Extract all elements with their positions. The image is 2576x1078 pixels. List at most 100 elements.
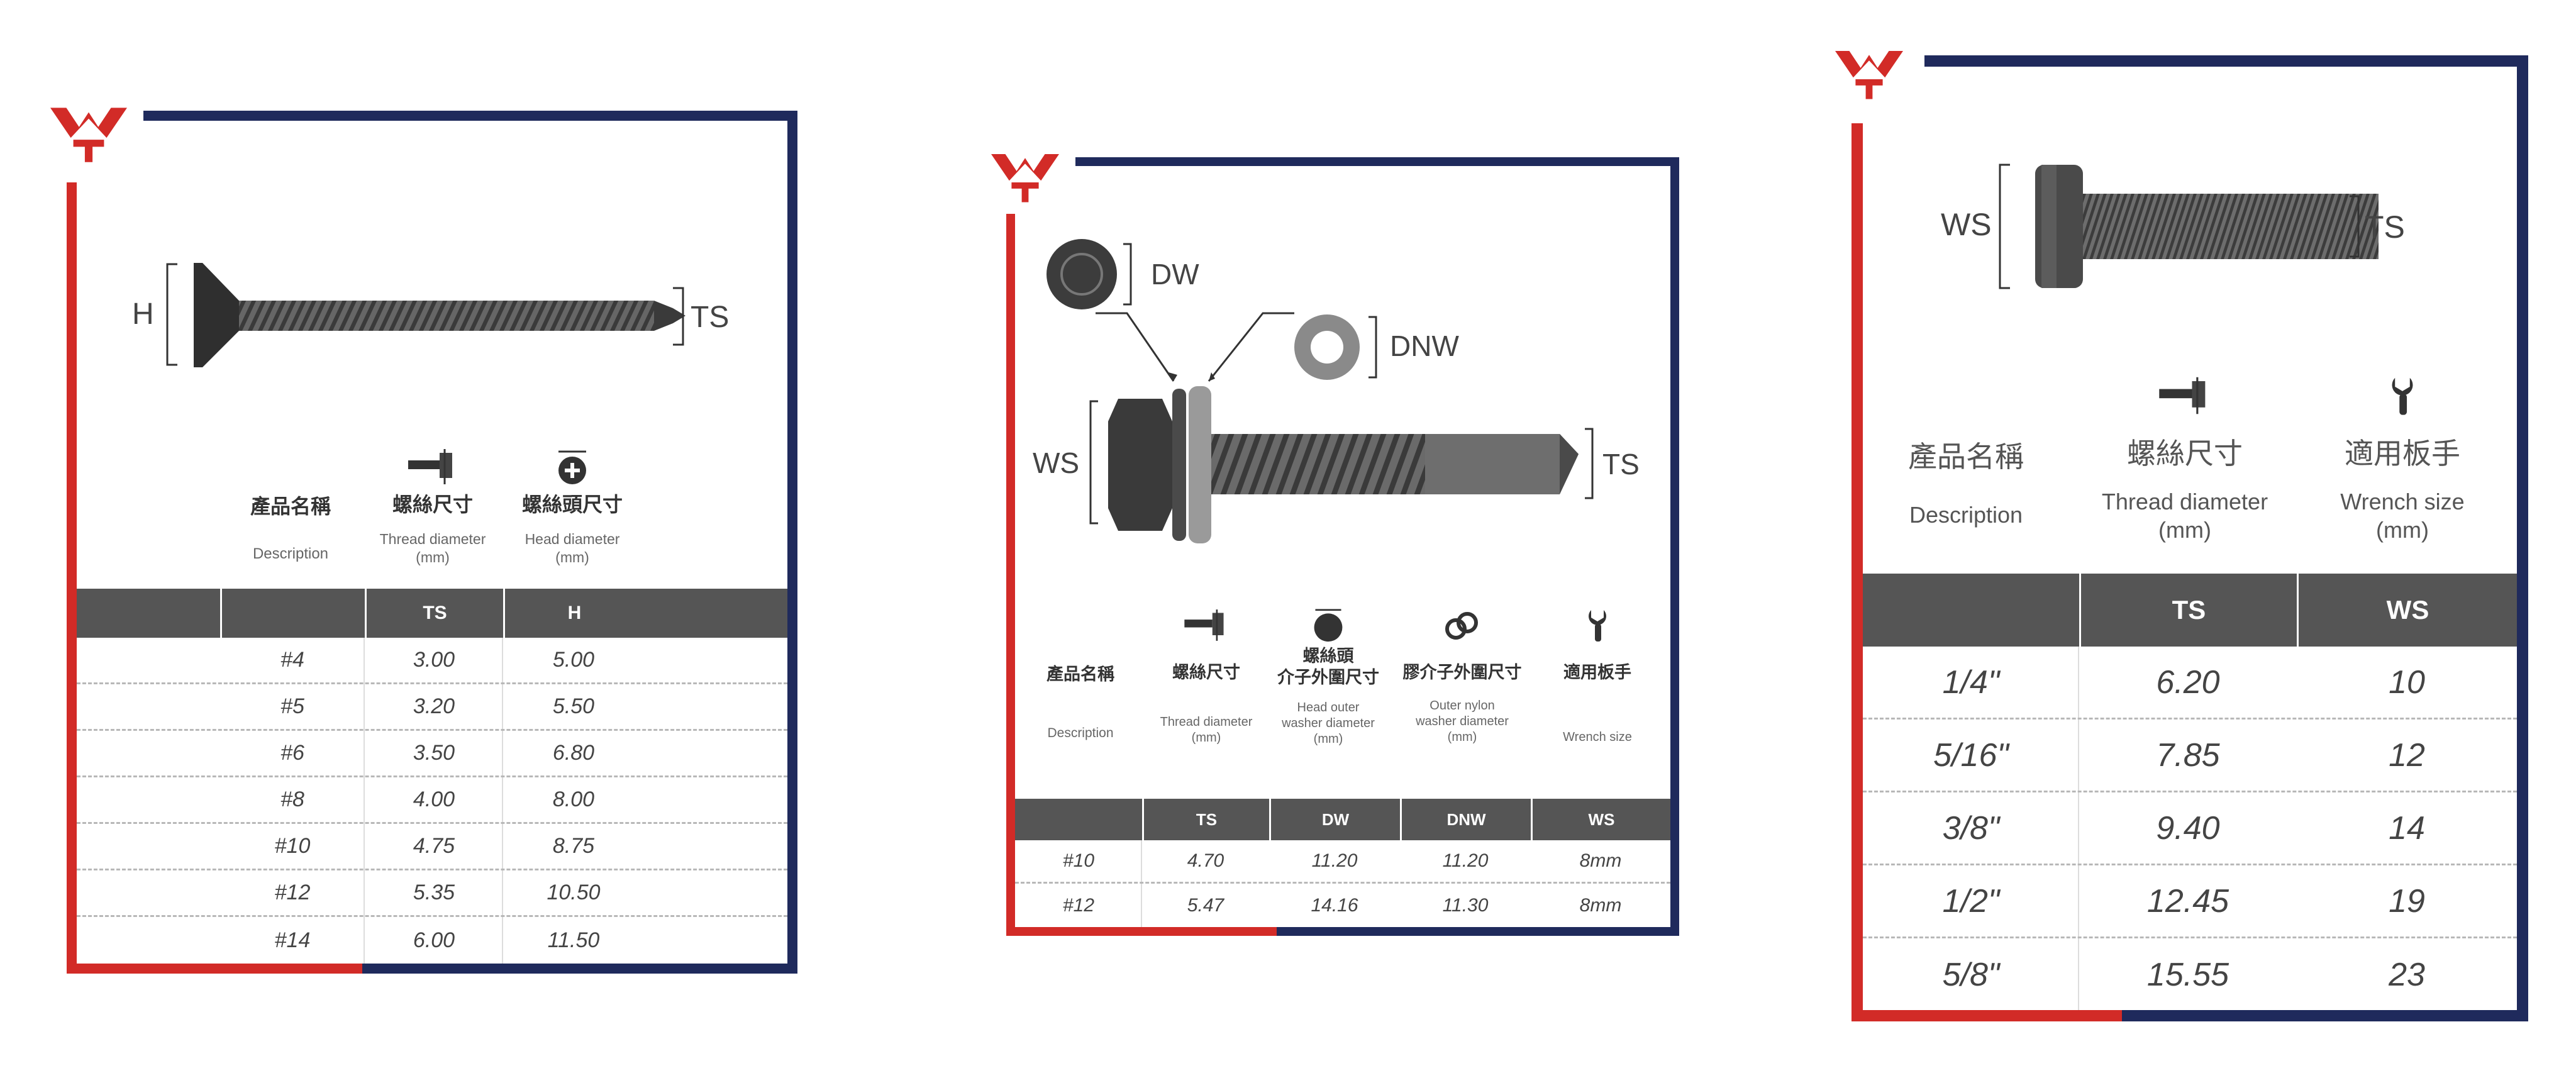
table-cell: 8.75	[552, 834, 595, 858]
frame-top-border	[143, 111, 797, 121]
brand-logo	[50, 108, 127, 162]
table-header-bar: TS WS	[1863, 574, 2517, 647]
frame-top-border	[1924, 55, 2528, 67]
dimension-dnw-label: DNW	[1390, 330, 1459, 362]
table-cell: 5.50	[552, 694, 595, 718]
column-header-thread-diameter: 螺絲尺寸 Thread diameter (mm)	[1143, 608, 1269, 746]
table-cell: 3.20	[413, 694, 455, 718]
table-cell: #12	[1062, 894, 1095, 916]
table-cell: 11.20	[1311, 850, 1358, 871]
table-cell: 8mm	[1579, 894, 1622, 916]
table-row: 1/2" 12.45 19	[1863, 865, 2517, 938]
table-cell: 1/4"	[1942, 664, 2000, 701]
table-row: 1/4" 6.20 10	[1863, 647, 2517, 720]
frame-bottom-blue	[2122, 1010, 2528, 1021]
table-cell: 8mm	[1579, 850, 1622, 871]
table-cell: #10	[274, 834, 311, 858]
spec-table: #4 3.00 5.00 #5 3.20 5.50 #6 3.50 6.80 #8 4.00 8.00…	[77, 638, 787, 964]
table-cell: 10	[2389, 664, 2425, 701]
table-cell: 3.50	[413, 741, 455, 765]
table-row: 5/16" 7.85 12	[1863, 720, 2517, 792]
frame-left-border	[1006, 214, 1015, 936]
column-header-thread-diameter: 螺絲尺寸 Thread diameter (mm)	[2078, 375, 2292, 544]
frame-left-border	[1852, 123, 1863, 1021]
table-cell: 5.00	[552, 648, 595, 672]
hex-bolt-drawing: WS TS	[1941, 164, 2405, 289]
table-cell: 10.50	[547, 881, 601, 904]
column-header-nylon-washer-diameter: 膠介子外圍尺寸 Outer nylon washer diameter (mm)	[1396, 608, 1528, 745]
table-row: #8 4.00 8.00	[77, 777, 787, 824]
column-header-head-washer-diameter: 螺絲頭 介子外圍尺寸 Head outer washer diameter (m…	[1265, 608, 1391, 747]
frame-left-border	[67, 182, 77, 974]
washer-screw-drawing: DW DNW WS TS	[1033, 239, 1640, 543]
thread-diameter-icon	[2159, 377, 2206, 414]
table-row: #6 3.50 6.80	[77, 731, 787, 777]
table-cell: 19	[2389, 882, 2425, 920]
table-cell: 4.00	[413, 787, 455, 811]
column-header-thread-diameter: 螺絲尺寸 Thread diameter (mm)	[364, 448, 502, 567]
countersunk-screw-drawing: H TS	[132, 263, 729, 367]
thread-diameter-icon	[1184, 609, 1224, 641]
column-header-wrench-size: 適用板手 Wrench size	[1535, 608, 1660, 745]
table-cell: 8.00	[552, 787, 595, 811]
frame-bottom-red	[67, 964, 362, 974]
table-cell: #6	[280, 741, 304, 765]
table-cell: #4	[280, 648, 304, 672]
table-cell: 5.35	[413, 881, 455, 904]
table-cell: 23	[2389, 957, 2425, 993]
table-header-bar: TS H	[77, 589, 787, 638]
brand-logo	[991, 154, 1059, 203]
header-code-ts: TS	[365, 589, 503, 638]
table-cell: 3/8"	[1942, 809, 2000, 847]
frame-top-border	[1075, 157, 1679, 166]
table-cell: 6.20	[2156, 664, 2220, 701]
dimension-ws-label: WS	[1941, 207, 1992, 242]
table-cell: 12.45	[2146, 882, 2229, 920]
wrench-icon	[1589, 610, 1606, 642]
table-cell: #5	[280, 694, 304, 718]
column-header-wrench-size: 適用板手 Wrench size (mm)	[2296, 375, 2509, 544]
frame-bottom-red	[1852, 1010, 2122, 1021]
table-cell: 4.75	[413, 834, 455, 858]
table-cell: 5.47	[1187, 894, 1224, 916]
table-cell: 3.00	[413, 648, 455, 672]
table-cell: 5/16"	[1933, 736, 2009, 774]
header-code-dnw: DNW	[1400, 799, 1531, 840]
table-cell: 11.30	[1442, 894, 1489, 916]
table-cell: #8	[280, 787, 304, 811]
table-cell: 11.50	[547, 928, 600, 952]
table-cell: 7.85	[2156, 736, 2220, 774]
header-code-ws: WS	[2297, 574, 2517, 647]
brand-logo	[1835, 51, 1903, 99]
frame-right-border	[2517, 55, 2528, 1021]
table-cell: 1/2"	[1942, 882, 2000, 920]
dimension-ts-label: TS	[691, 301, 729, 334]
table-cell: #10	[1062, 850, 1095, 871]
table-row: #12 5.35 10.50	[77, 870, 787, 917]
table-cell: 12	[2389, 736, 2425, 774]
table-cell: #12	[274, 881, 311, 904]
washer-icon	[1314, 609, 1343, 642]
table-cell: #14	[274, 928, 311, 952]
table-cell: 6.80	[552, 741, 595, 765]
column-header-description: 產品名稱 Description	[250, 495, 331, 562]
table-header-bar: TS DW DNW WS	[1015, 799, 1670, 840]
table-cell: 4.70	[1187, 850, 1224, 871]
thread-diameter-icon	[408, 449, 452, 484]
frame-right-border	[787, 111, 797, 974]
table-row: #10 4.75 8.75	[77, 824, 787, 870]
dimension-dw-label: DW	[1151, 258, 1199, 291]
table-row: #4 3.00 5.00	[77, 638, 787, 684]
frame-bottom-blue	[362, 964, 797, 974]
dimension-h-label: H	[132, 297, 154, 331]
header-code-ts: TS	[1142, 799, 1269, 840]
dimension-ts-label: TS	[2365, 209, 2405, 245]
header-code-h: H	[503, 589, 644, 638]
